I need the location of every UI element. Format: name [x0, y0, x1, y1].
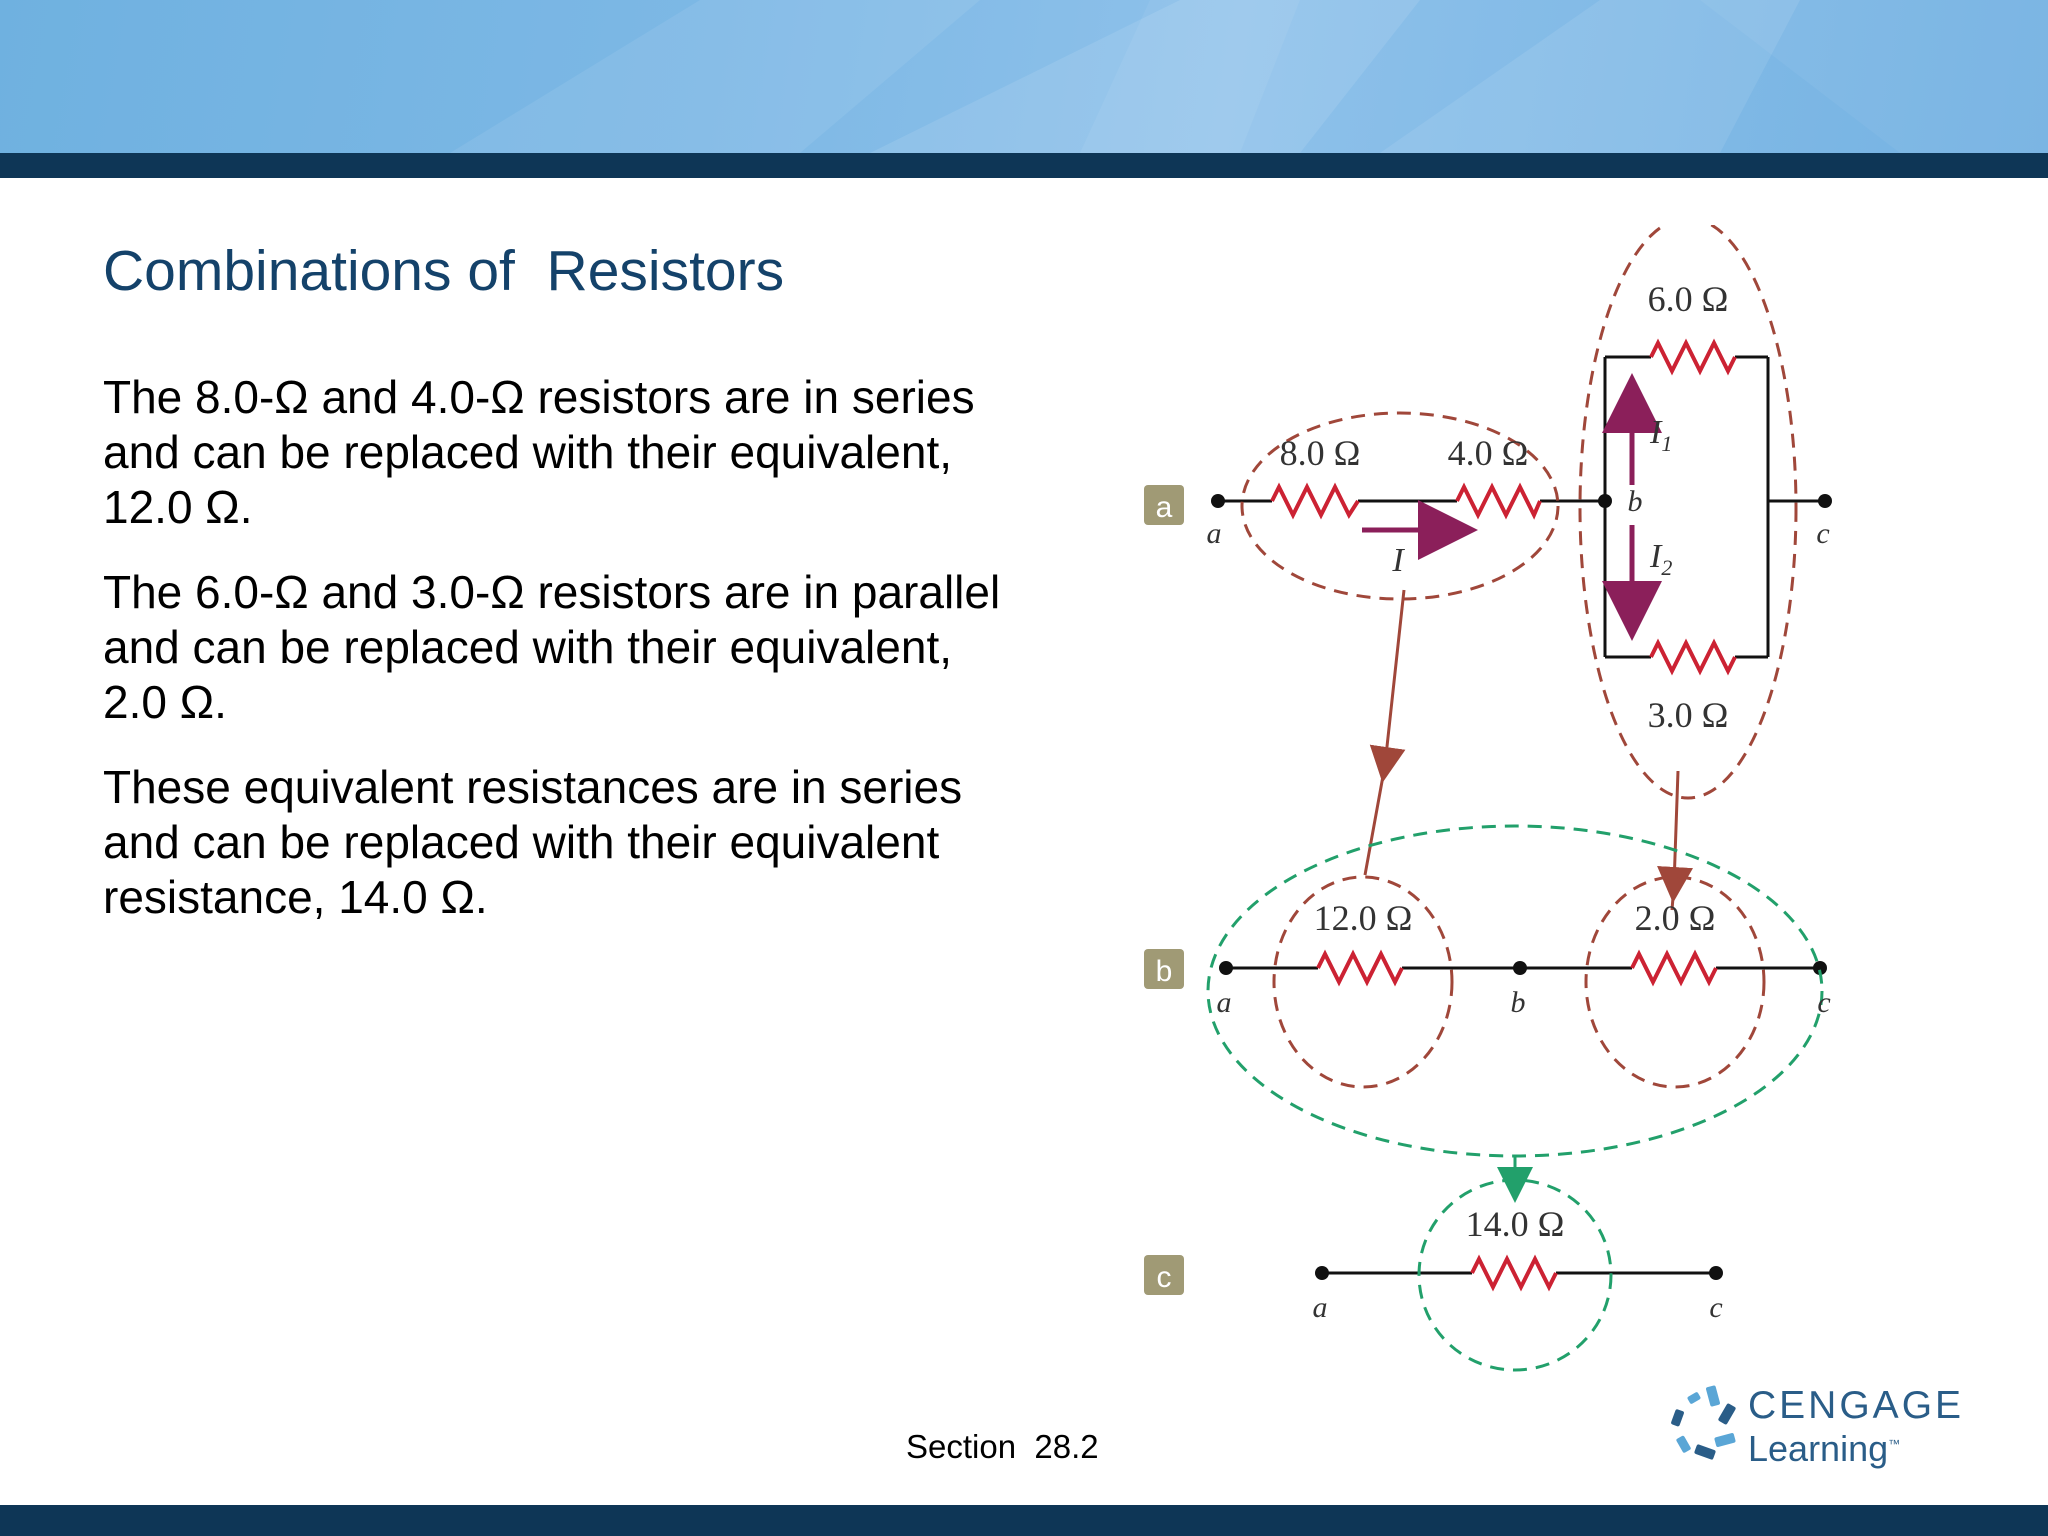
cengage-mark-icon	[1671, 1385, 1736, 1460]
resistor-circuit-diagram: a 8.0 Ω 4.0 Ω 6.0 Ω 3.0 Ω a b	[1144, 225, 1832, 1372]
label-b-node-c: c	[1817, 986, 1830, 1019]
logo-text-learning: Learning™	[1748, 1428, 1900, 1470]
slide-title: Combinations of Resistors	[103, 239, 785, 303]
label-b-node-a: a	[1217, 986, 1232, 1019]
label-c-node-c: c	[1709, 1291, 1722, 1324]
label-b-node-b: b	[1511, 986, 1526, 1019]
node-b-c	[1813, 961, 1827, 975]
resistor-6ohm	[1649, 338, 1737, 376]
label-8ohm: 8.0 Ω	[1280, 433, 1361, 473]
panel-a: a 8.0 Ω 4.0 Ω 6.0 Ω 3.0 Ω a b	[1144, 225, 1832, 800]
label-current-branch2: I2	[1649, 538, 1672, 580]
label-6ohm: 6.0 Ω	[1648, 279, 1729, 319]
r14-group-outline	[1417, 1178, 1613, 1372]
panel-badge-b	[1144, 949, 1184, 989]
label-node-a: a	[1207, 517, 1222, 550]
panel-c: c 14.0 Ω a c	[1144, 1178, 1723, 1372]
label-3ohm: 3.0 Ω	[1648, 695, 1729, 735]
logo-text-cengage: CENGAGE	[1748, 1384, 1965, 1427]
connector-parallel-to-b	[1657, 770, 1694, 911]
node-c	[1818, 494, 1832, 508]
logo-text-learning-word: Learning	[1748, 1428, 1889, 1469]
series-group-outline	[1240, 411, 1560, 601]
footer-band	[0, 1505, 2048, 1536]
cengage-logo: CENGAGE Learning™	[1660, 1380, 1961, 1480]
paragraph-parallel: The 6.0-Ω and 3.0-Ω resistors are in par…	[103, 566, 1001, 728]
resistor-2ohm	[1630, 949, 1718, 987]
paragraph-equivalent: These equivalent resistances are in seri…	[103, 761, 963, 923]
label-2ohm: 2.0 Ω	[1635, 898, 1716, 938]
panel-badge-a-label: a	[1156, 491, 1173, 524]
section-label: Section 28.2	[906, 1428, 1099, 1465]
node-a	[1211, 494, 1225, 508]
resistor-8ohm	[1270, 482, 1360, 520]
banner-facets	[450, 0, 2048, 153]
label-14ohm: 14.0 Ω	[1466, 1204, 1565, 1244]
panel-badge-c	[1144, 1255, 1184, 1295]
node-c-c	[1709, 1266, 1723, 1280]
node-b	[1598, 494, 1612, 508]
label-current-branch2-sub: 2	[1661, 555, 1672, 580]
label-current-main: I	[1391, 542, 1405, 579]
node-b-b	[1513, 961, 1527, 975]
resistor-12ohm	[1316, 949, 1404, 987]
label-c-node-a: a	[1313, 1291, 1328, 1324]
node-b-a	[1219, 961, 1233, 975]
resistor-4ohm	[1455, 482, 1542, 520]
connector-series-to-b	[1363, 589, 1406, 876]
panel-badge-a	[1144, 485, 1184, 525]
logo-trademark: ™	[1888, 1437, 1901, 1451]
panel-badge-b-label: b	[1156, 955, 1173, 988]
node-c-a	[1315, 1266, 1329, 1280]
label-current-branch1: I1	[1649, 414, 1672, 456]
header-banner	[0, 0, 2048, 153]
header-band	[0, 153, 2048, 178]
panel-badge-c-label: c	[1157, 1261, 1172, 1294]
paragraph-series: The 8.0-Ω and 4.0-Ω resistors are in ser…	[103, 371, 975, 533]
parallel-group-outline	[1578, 225, 1798, 800]
panel-b: b 12.0 Ω 2.0 Ω a b c	[1144, 824, 1831, 1158]
label-current-branch2-letter: I	[1649, 538, 1663, 575]
resistor-14ohm	[1470, 1254, 1558, 1292]
label-12ohm: 12.0 Ω	[1314, 898, 1413, 938]
r12-group-outline	[1272, 875, 1454, 1089]
label-current-branch1-sub: 1	[1661, 431, 1672, 456]
label-4ohm: 4.0 Ω	[1448, 433, 1529, 473]
r2-group-outline	[1584, 875, 1766, 1089]
resistor-3ohm	[1649, 638, 1737, 676]
label-node-b: b	[1628, 485, 1643, 518]
label-node-c: c	[1816, 517, 1829, 550]
body-text: The 8.0-Ω and 4.0-Ω resistors are in ser…	[103, 370, 1003, 955]
label-current-branch1-letter: I	[1649, 414, 1663, 451]
